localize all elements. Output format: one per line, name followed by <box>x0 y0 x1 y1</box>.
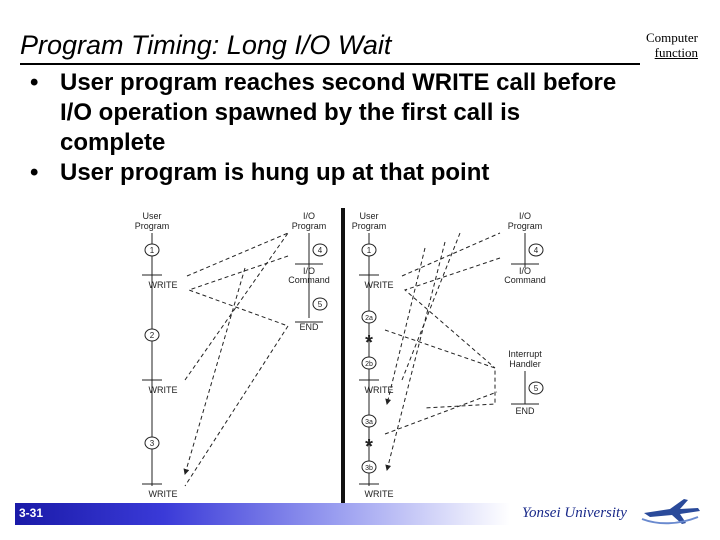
bullet-marker: • <box>30 159 39 186</box>
interrupt-handler-2: Handler <box>509 359 541 369</box>
right-step: 1 <box>361 243 377 257</box>
left-user-header-1: User <box>142 211 161 221</box>
right-write-label: WRITE <box>365 280 394 290</box>
left-io-step: 5 <box>312 297 328 311</box>
interrupt-handler-1: Interrupt <box>508 349 542 359</box>
right-io-command-1: I/O <box>519 266 531 276</box>
footer-bar <box>15 503 510 525</box>
title-underline <box>20 63 640 65</box>
svg-text:2a: 2a <box>365 315 373 322</box>
panel-divider <box>341 208 345 508</box>
left-io-step: 4 <box>312 243 328 257</box>
left-panel: User Program I/O Program WRITE WRITE WRI… <box>135 211 330 499</box>
right-write-label: WRITE <box>365 489 394 499</box>
footer: 3-31 Yonsei University <box>0 503 720 525</box>
left-write-label: WRITE <box>149 385 178 395</box>
slide-number: 3-31 <box>19 506 44 520</box>
interrupt-marker-icon: * <box>365 436 373 458</box>
left-step: 1 <box>144 243 160 257</box>
right-io-step: 5 <box>528 381 544 395</box>
bullet-marker: • <box>30 69 39 96</box>
right-write-label: WRITE <box>365 385 394 395</box>
left-end-label: END <box>299 322 319 332</box>
right-io-step: 4 <box>528 243 544 257</box>
left-step: 3 <box>144 436 160 450</box>
section-label-line2: function <box>654 45 698 60</box>
left-control-flow <box>183 232 289 487</box>
svg-text:3b: 3b <box>365 465 373 472</box>
svg-text:4: 4 <box>318 246 323 255</box>
university-name: Yonsei University <box>522 505 627 521</box>
left-io-header-1: I/O <box>303 211 315 221</box>
left-io-command-2: Command <box>288 275 330 285</box>
left-write-label: WRITE <box>149 489 178 499</box>
section-label: Computer function <box>646 30 698 60</box>
airplane-logo-icon <box>641 499 700 525</box>
svg-text:5: 5 <box>318 300 323 309</box>
left-io-header-2: Program <box>292 221 327 231</box>
slide-title: Program Timing: Long I/O Wait <box>20 30 392 60</box>
svg-text:1: 1 <box>367 246 372 255</box>
bullet-list: • User program reaches second WRITE call … <box>30 68 630 188</box>
left-write-label: WRITE <box>149 280 178 290</box>
timing-diagram: User Program I/O Program WRITE WRITE WRI… <box>135 208 546 508</box>
right-panel: User Program I/O Program WRITE WRITE WRI… <box>352 211 546 499</box>
right-end-label: END <box>515 406 535 416</box>
left-user-header-2: Program <box>135 221 170 231</box>
right-user-header-2: Program <box>352 221 387 231</box>
left-step: 2 <box>144 328 160 342</box>
svg-text:3a: 3a <box>365 419 373 426</box>
bullet-text: User program is hung up at that point <box>60 159 490 186</box>
svg-text:2: 2 <box>150 331 155 340</box>
svg-text:1: 1 <box>150 246 155 255</box>
svg-text:4: 4 <box>534 246 539 255</box>
svg-text:3: 3 <box>150 439 155 448</box>
svg-text:5: 5 <box>534 384 539 393</box>
interrupt-marker-icon: * <box>365 332 373 354</box>
right-step: 2a <box>361 310 377 324</box>
bullet-text: User program reaches second WRITE call b… <box>60 69 617 156</box>
right-step: 2b <box>361 356 377 370</box>
bullet-item: • User program reaches second WRITE call … <box>30 68 630 158</box>
left-io-command-1: I/O <box>303 266 315 276</box>
right-io-command-2: Command <box>504 275 546 285</box>
bullet-item: • User program is hung up at that point <box>30 158 630 188</box>
svg-text:2b: 2b <box>365 361 373 368</box>
right-step: 3a <box>361 414 377 428</box>
right-control-flow <box>384 232 501 471</box>
right-io-header-1: I/O <box>519 211 531 221</box>
right-user-header-1: User <box>359 211 378 221</box>
right-io-header-2: Program <box>508 221 543 231</box>
section-label-line1: Computer <box>646 30 698 45</box>
right-step: 3b <box>361 460 377 474</box>
